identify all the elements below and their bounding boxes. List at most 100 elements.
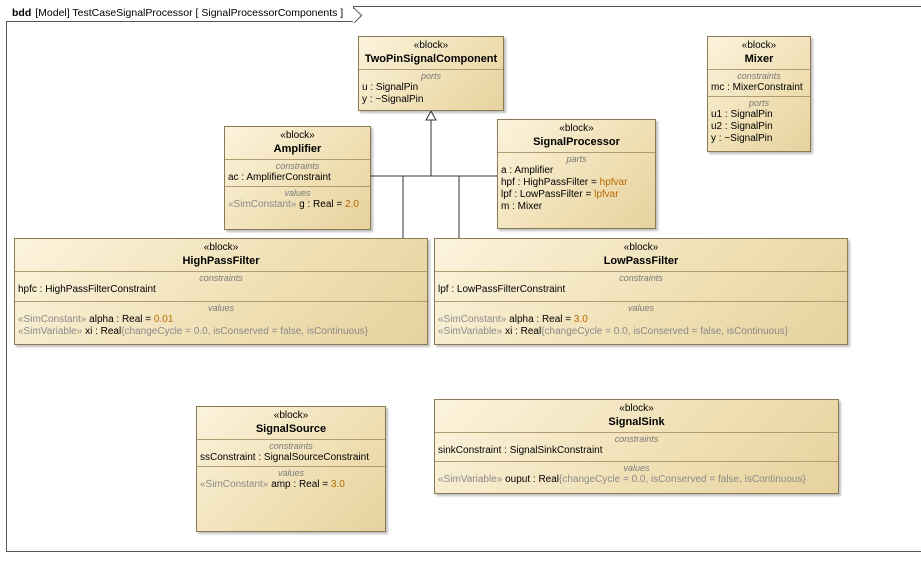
- constraints-compartment: constraints sinkConstraint : SignalSinkC…: [435, 432, 838, 461]
- values-compartment: values «SimVariable» ouput : Real{change…: [435, 461, 838, 488]
- compartment-title: values: [284, 188, 311, 198]
- block-signalsource[interactable]: «block» SignalSource constraints ssConst…: [196, 406, 386, 532]
- value-stereotype: «SimVariable»: [438, 474, 503, 485]
- compartment-title: constraints: [269, 441, 313, 451]
- value-stereotype: «SimConstant»: [228, 199, 297, 210]
- block-highpassfilter[interactable]: «block» HighPassFilter constraints hpfc …: [14, 238, 428, 345]
- block-name: TwoPinSignalComponent: [364, 53, 498, 65]
- value-row[interactable]: «SimVariable» xi : Real{changeCycle = 0.…: [15, 326, 427, 338]
- block-name: Amplifier: [273, 143, 322, 155]
- part-default: lpfvar: [594, 189, 619, 200]
- constraints-compartment: constraints ac : AmplifierConstraint: [225, 159, 370, 186]
- block-signalsink[interactable]: «block» SignalSink constraints sinkConst…: [434, 399, 839, 494]
- constraint-row[interactable]: hpfc : HighPassFilterConstraint: [18, 284, 156, 295]
- compartment-title: constraints: [199, 273, 243, 283]
- block-name: LowPassFilter: [603, 255, 679, 267]
- compartment-title: values: [277, 468, 304, 478]
- compartment-title: constraints: [614, 434, 659, 444]
- value-row[interactable]: «SimVariable» xi : Real{changeCycle = 0.…: [435, 326, 847, 338]
- compartment-title: values: [207, 303, 234, 313]
- block-stereotype: «block»: [280, 130, 315, 141]
- value-stereotype: «SimVariable»: [438, 326, 503, 337]
- constraints-compartment: constraints ssConstraint : SignalSourceC…: [197, 439, 385, 466]
- constraint-row[interactable]: mc : MixerConstraint: [711, 82, 803, 93]
- compartment-title: ports: [748, 98, 769, 108]
- block-name: Mixer: [744, 53, 774, 65]
- compartment-title: ports: [420, 71, 441, 81]
- block-signalprocessor[interactable]: «block» SignalProcessor parts a : Amplif…: [497, 119, 656, 229]
- values-compartment: values «SimConstant» g : Real = 2.0: [225, 186, 370, 213]
- port-row[interactable]: u2 : SignalPin: [711, 121, 773, 132]
- block-stereotype: «block»: [619, 403, 654, 414]
- part-row[interactable]: lpf : LowPassFilter = lpfvar: [498, 189, 655, 201]
- block-stereotype: «block»: [741, 40, 777, 51]
- part-row[interactable]: a : Amplifier: [498, 165, 655, 177]
- value-default: 3.0: [330, 479, 345, 490]
- block-name: SignalSource: [255, 423, 327, 435]
- values-compartment: values «SimConstant» alpha : Real = 3.0 …: [435, 301, 847, 340]
- port-row[interactable]: y : ~SignalPin: [362, 94, 424, 105]
- value-default: 0.01: [153, 314, 174, 325]
- diagram-frame-label: bdd[Model] TestCaseSignalProcessor [ Sig…: [6, 6, 355, 22]
- diagram-frame: [6, 6, 921, 552]
- value-default: 3.0: [573, 314, 588, 325]
- compartment-title: constraints: [619, 273, 663, 283]
- value-text: alpha : Real =: [89, 314, 154, 325]
- part-text: m : Mixer: [501, 201, 543, 212]
- block-mixer[interactable]: «block» Mixer constraints mc : MixerCons…: [707, 36, 811, 152]
- constraints-compartment: constraints mc : MixerConstraint: [708, 69, 810, 96]
- value-properties: {changeCycle = 0.0, isConserved = false,…: [541, 326, 789, 337]
- value-text: amp : Real =: [271, 479, 331, 490]
- value-text: g : Real =: [299, 199, 346, 210]
- value-stereotype: «SimConstant»: [438, 314, 507, 325]
- value-stereotype: «SimVariable»: [18, 326, 83, 337]
- value-row[interactable]: «SimConstant» alpha : Real = 0.01: [15, 314, 427, 326]
- port-row[interactable]: y : ~SignalPin: [711, 133, 773, 144]
- ports-compartment: ports u : SignalPin y : ~SignalPin: [359, 69, 503, 108]
- block-lowpassfilter[interactable]: «block» LowPassFilter constraints lpf : …: [434, 238, 848, 345]
- value-text: ouput : Real: [505, 474, 560, 485]
- value-row[interactable]: «SimVariable» ouput : Real{changeCycle =…: [435, 474, 838, 486]
- constraint-row[interactable]: ac : AmplifierConstraint: [228, 172, 331, 183]
- value-properties: {changeCycle = 0.0, isConserved = false,…: [121, 326, 369, 337]
- compartment-title: constraints: [737, 71, 781, 81]
- block-name: SignalSink: [608, 416, 665, 428]
- part-text: a : Amplifier: [501, 165, 554, 176]
- block-twopinsignalcomponent[interactable]: «block» TwoPinSignalComponent ports u : …: [358, 36, 504, 111]
- constraints-compartment: constraints hpfc : HighPassFilterConstra…: [15, 271, 427, 301]
- port-row[interactable]: u : SignalPin: [362, 82, 419, 93]
- value-row[interactable]: «SimConstant» alpha : Real = 3.0: [435, 314, 847, 326]
- compartment-title: constraints: [275, 161, 320, 171]
- part-default: hpfvar: [599, 177, 628, 188]
- block-stereotype: «block»: [273, 410, 309, 421]
- constraint-row[interactable]: sinkConstraint : SignalSinkConstraint: [438, 445, 603, 456]
- constraint-row[interactable]: lpf : LowPassFilterConstraint: [438, 284, 566, 295]
- block-name: HighPassFilter: [182, 255, 260, 267]
- block-amplifier[interactable]: «block» Amplifier constraints ac : Ampli…: [224, 126, 371, 230]
- parts-compartment: parts a : Amplifier hpf : HighPassFilter…: [498, 152, 655, 215]
- block-name: SignalProcessor: [533, 136, 620, 148]
- diagram-context: [Model] TestCaseSignalProcessor [ Signal…: [35, 7, 344, 19]
- values-compartment: values «SimConstant» amp : Real = 3.0: [197, 466, 385, 493]
- port-row[interactable]: u1 : SignalPin: [711, 109, 773, 120]
- value-text: xi : Real: [505, 326, 542, 337]
- value-properties: {changeCycle = 0.0, isConserved = false,…: [559, 474, 806, 485]
- compartment-title: values: [627, 303, 654, 313]
- block-stereotype: «block»: [203, 242, 239, 253]
- value-text: xi : Real: [85, 326, 122, 337]
- compartment-title: values: [623, 463, 650, 473]
- values-compartment: values «SimConstant» alpha : Real = 0.01…: [15, 301, 427, 340]
- block-stereotype: «block»: [559, 123, 594, 134]
- part-row[interactable]: hpf : HighPassFilter = hpfvar: [498, 177, 655, 189]
- part-text: hpf : HighPassFilter =: [501, 177, 600, 188]
- generalization-arrowhead: [425, 109, 437, 121]
- value-stereotype: «SimConstant»: [200, 479, 269, 490]
- value-default: 2.0: [345, 199, 359, 210]
- constraint-row[interactable]: ssConstraint : SignalSourceConstraint: [200, 452, 369, 463]
- part-row[interactable]: m : Mixer: [498, 201, 655, 213]
- value-row[interactable]: «SimConstant» amp : Real = 3.0: [197, 479, 385, 491]
- value-text: alpha : Real =: [509, 314, 574, 325]
- diagram-kind: bdd: [12, 7, 32, 19]
- value-row[interactable]: «SimConstant» g : Real = 2.0: [225, 199, 370, 211]
